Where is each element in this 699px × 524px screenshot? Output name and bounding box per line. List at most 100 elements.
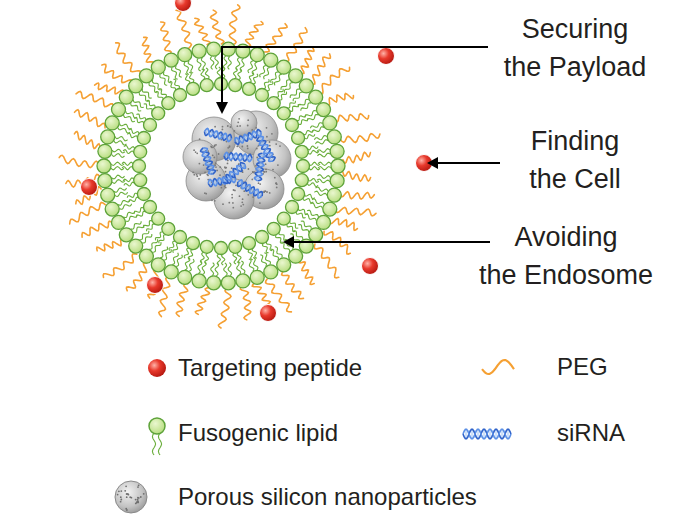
lipid-tail bbox=[303, 198, 313, 203]
pore-dot bbox=[222, 203, 224, 205]
lipid-head bbox=[101, 130, 115, 144]
pore-dot bbox=[272, 169, 274, 171]
peg-chain bbox=[282, 271, 304, 299]
pore-dot bbox=[125, 485, 127, 487]
pore-dot bbox=[232, 207, 234, 209]
pore-dot bbox=[214, 126, 216, 128]
lipid-head bbox=[295, 145, 308, 158]
pore-dot bbox=[219, 174, 221, 176]
lipid-head bbox=[292, 132, 305, 145]
lipid-tail bbox=[249, 259, 254, 271]
lipid-tail bbox=[188, 61, 193, 73]
helix-strand bbox=[236, 179, 264, 199]
lipid-head bbox=[112, 215, 126, 229]
lipid-tail bbox=[142, 89, 152, 98]
helix-strand bbox=[224, 152, 253, 162]
lipid-tail bbox=[144, 221, 153, 228]
lipid-tail bbox=[147, 100, 155, 107]
lipid-tail bbox=[115, 137, 128, 141]
pore-dot bbox=[199, 174, 201, 176]
targeting-peptide bbox=[81, 179, 98, 196]
helix-strand bbox=[204, 128, 233, 142]
lipid-tail bbox=[133, 225, 144, 233]
lipid-head bbox=[207, 42, 221, 56]
lipid-head bbox=[112, 103, 126, 117]
peg-chain bbox=[195, 18, 210, 44]
pore-dot bbox=[256, 157, 258, 159]
lipid-head bbox=[309, 228, 323, 242]
peg-chain bbox=[116, 43, 141, 75]
pore-dot bbox=[251, 179, 253, 181]
lipid-tail bbox=[118, 200, 130, 205]
pore-dot bbox=[237, 125, 239, 127]
lipid-tail bbox=[301, 221, 312, 229]
lipid-head bbox=[256, 89, 269, 102]
lipid-tail bbox=[298, 225, 309, 233]
peg-chain bbox=[76, 92, 113, 109]
lipid-tail bbox=[318, 153, 331, 157]
lipid-tail bbox=[136, 114, 146, 120]
lipid-tail bbox=[153, 242, 161, 252]
lipid-tail bbox=[298, 118, 308, 124]
sirna-helix bbox=[224, 152, 253, 162]
pore-dot bbox=[231, 194, 233, 196]
peg-chain bbox=[95, 83, 124, 94]
peg-chain bbox=[284, 28, 307, 62]
lipid-tail bbox=[176, 66, 182, 78]
pore-dot bbox=[237, 121, 239, 123]
helix-strand bbox=[256, 135, 276, 163]
targeting-peptide bbox=[260, 305, 277, 322]
lipid-head bbox=[101, 188, 115, 202]
peg-chain bbox=[59, 155, 99, 167]
lipid-tail bbox=[217, 67, 220, 78]
lipid-head bbox=[174, 89, 187, 102]
pore-dot bbox=[231, 167, 233, 169]
lipid-head bbox=[250, 270, 264, 284]
lipid-head bbox=[264, 53, 278, 67]
lipid-tail bbox=[309, 167, 320, 170]
helix-rung bbox=[502, 430, 503, 438]
lipid-tail bbox=[287, 101, 295, 108]
pore-dot bbox=[247, 148, 249, 150]
lipid-tail bbox=[314, 191, 327, 195]
lipid-tail bbox=[290, 221, 299, 228]
peg-chain bbox=[246, 22, 263, 47]
pore-dot bbox=[231, 197, 233, 199]
lipid-head bbox=[174, 231, 187, 244]
helix-rung bbox=[508, 430, 509, 438]
pore-dot bbox=[137, 502, 139, 504]
lipid-tail bbox=[115, 192, 128, 196]
pore-dot bbox=[213, 157, 215, 159]
legend-label: Targeting peptide bbox=[178, 354, 362, 382]
lipid-tail bbox=[129, 129, 139, 134]
lipid-tail bbox=[314, 136, 327, 140]
targeting-peptide bbox=[378, 48, 395, 65]
peg-chain bbox=[240, 286, 251, 320]
pore-dot bbox=[243, 190, 245, 192]
pore-dot bbox=[248, 168, 250, 170]
lipid-head bbox=[134, 145, 147, 158]
sirna-helix bbox=[204, 128, 233, 142]
peg-chain bbox=[343, 172, 371, 182]
peg-chain bbox=[211, 10, 224, 44]
pore-dot bbox=[143, 493, 145, 495]
lipid-tail bbox=[267, 81, 273, 91]
lipid-head bbox=[178, 48, 192, 62]
pore-dot bbox=[256, 148, 258, 150]
helix-strand bbox=[221, 161, 247, 185]
pore-dot bbox=[137, 499, 139, 501]
lipid-head bbox=[139, 249, 153, 263]
lipid-head bbox=[200, 79, 213, 92]
lipid-head bbox=[277, 212, 290, 225]
lipid-tail bbox=[307, 115, 318, 122]
lipid-head bbox=[297, 160, 310, 173]
pore-dot bbox=[210, 146, 212, 148]
lipid-head bbox=[229, 79, 242, 92]
lipid-head bbox=[299, 79, 313, 93]
lipid-head bbox=[267, 222, 280, 235]
lipid-tail bbox=[197, 58, 201, 71]
lipid-head bbox=[330, 174, 344, 188]
arrow-head bbox=[283, 236, 294, 248]
pore-dot bbox=[140, 496, 142, 498]
peg-chain bbox=[314, 244, 338, 278]
